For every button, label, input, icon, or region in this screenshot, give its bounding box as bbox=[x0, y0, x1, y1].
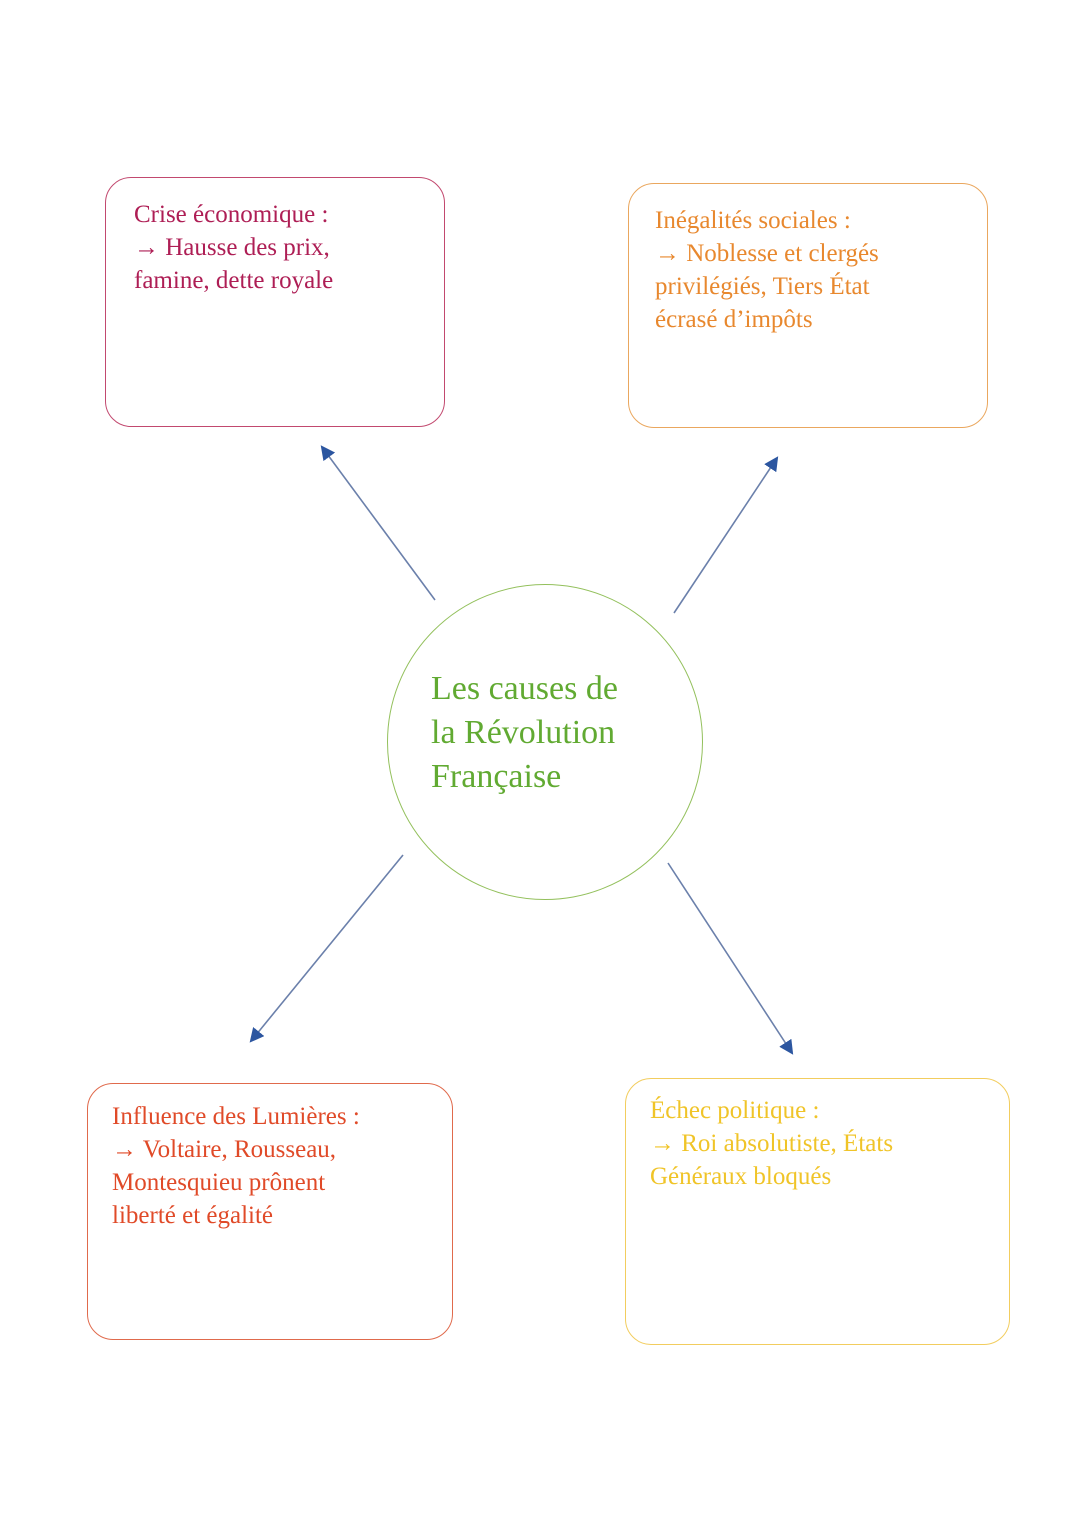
arrow-to-inegalites-sociales bbox=[673, 456, 779, 614]
node-text-line: Crise économique : bbox=[134, 201, 329, 228]
node-influence-lumieres: Influence des Lumières : → Voltaire, Rou… bbox=[87, 1083, 453, 1340]
node-echec-politique: Échec politique : → Roi absolutiste, Éta… bbox=[625, 1078, 1010, 1345]
node-text-line: Échec politique : bbox=[650, 1097, 820, 1124]
arrow-to-influence-lumieres bbox=[249, 854, 404, 1043]
node-text-line: liberté et égalité bbox=[112, 1202, 274, 1229]
node-text-line: → Hausse des prix, bbox=[134, 234, 330, 261]
arrow-to-crise-economique bbox=[320, 445, 436, 601]
node-text-line: → Voltaire, Rousseau, bbox=[112, 1136, 337, 1163]
node-inegalites-sociales: Inégalités sociales : → Noblesse et cler… bbox=[628, 183, 988, 428]
node-text-line: Inégalités sociales : bbox=[655, 207, 851, 234]
node-text-line: Montesquieu prônent bbox=[112, 1169, 326, 1196]
node-text-line: privilégiés, Tiers État bbox=[655, 273, 870, 300]
node-text-line: écrasé d’impôts bbox=[655, 306, 813, 333]
arrow-to-echec-politique bbox=[667, 862, 794, 1055]
node-text-line: Généraux bloqués bbox=[650, 1163, 832, 1190]
node-text-line: → Roi absolutiste, États bbox=[650, 1130, 894, 1157]
node-crise-economique: Crise économique : → Hausse des prix, fa… bbox=[105, 177, 445, 427]
central-topic: Les causes de la Révolution Française bbox=[387, 584, 703, 900]
node-text-line: famine, dette royale bbox=[134, 267, 334, 294]
central-topic-line: la Révolution bbox=[431, 714, 616, 751]
central-topic-line: Les causes de bbox=[431, 670, 618, 707]
node-text-line: → Noblesse et clergés bbox=[655, 240, 879, 267]
central-topic-line: Française bbox=[431, 758, 562, 795]
node-text-line: Influence des Lumières : bbox=[112, 1103, 360, 1130]
